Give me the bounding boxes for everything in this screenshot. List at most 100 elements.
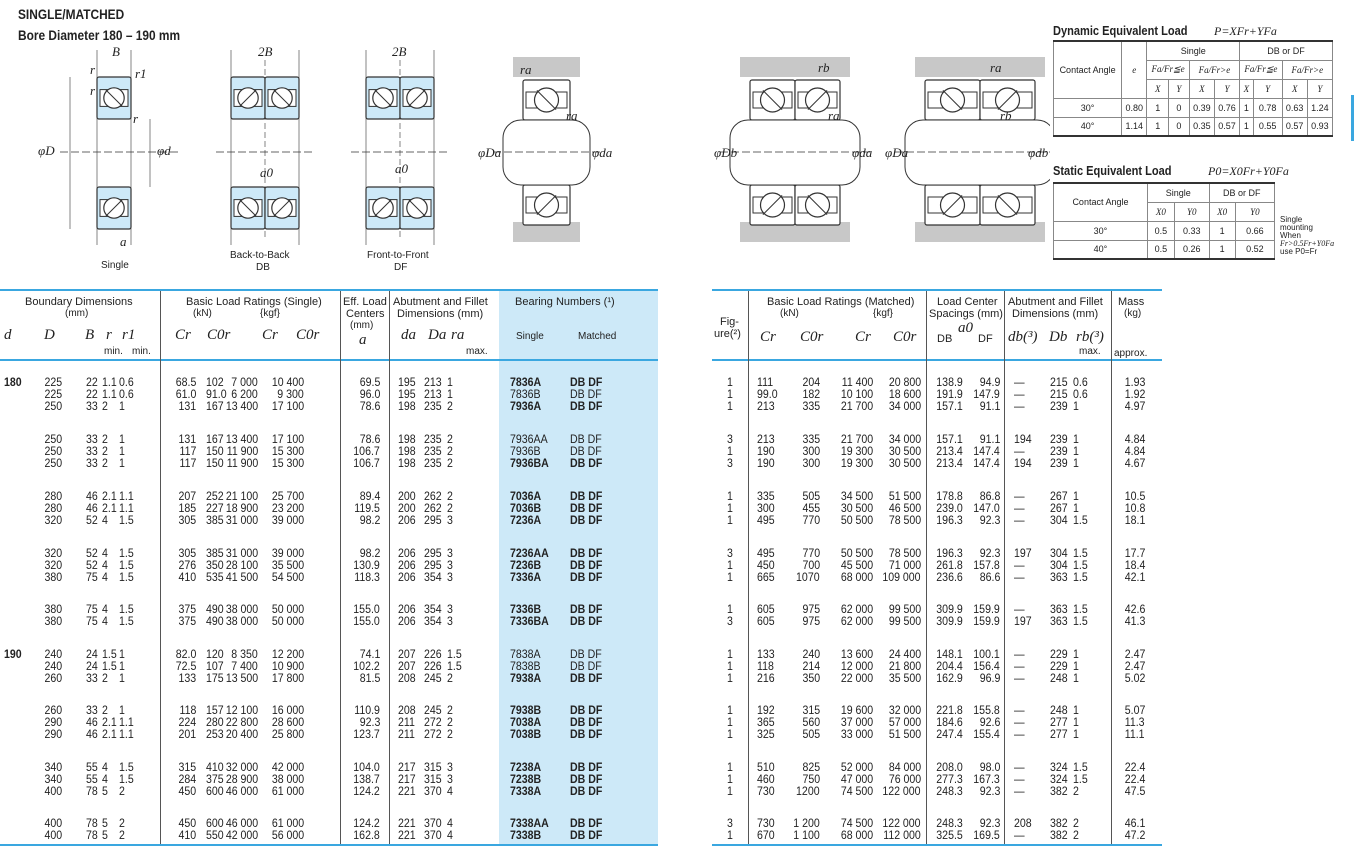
contact-line	[997, 195, 1018, 215]
cell-c0r-matched-kgf: 76 000	[888, 774, 921, 786]
cell-da: 200	[398, 503, 416, 515]
column-header-kgf2: {kgf}	[873, 308, 894, 319]
cell-c0r-matched-kgf: 21 800	[888, 661, 921, 673]
cell-da: 211	[398, 717, 415, 729]
cell-B: 46	[86, 503, 98, 515]
cell-cr-matched-kn: 605	[757, 604, 775, 616]
cell-cr-matched-kn: 670	[757, 830, 775, 842]
cell-c0r-matched-kn: 975	[802, 616, 820, 628]
cell-db: —	[1014, 491, 1025, 503]
cell-bearing-single[interactable]: 7236A	[510, 515, 542, 527]
cell-cr-kgf: 7 000	[231, 377, 258, 389]
cell-rb: 1	[1073, 649, 1079, 661]
cell-cr-kgf: 46 000	[225, 786, 258, 798]
cell-c0r-matched-kn: 315	[802, 705, 820, 717]
cell-mass: 41.3	[1124, 616, 1145, 628]
cell-db: 194	[1014, 434, 1032, 446]
static-cell: 1	[1208, 239, 1236, 260]
cell-cr-kgf: 42 000	[225, 830, 258, 842]
column-header-approx: approx.	[1114, 348, 1148, 359]
cell-bearing-single[interactable]: 7238B	[510, 774, 542, 786]
cell-bearing-single[interactable]: 7938B	[510, 705, 542, 717]
cell-db: —	[1014, 389, 1025, 401]
note-line: Single	[1280, 215, 1303, 224]
cell-c0r-kgf: 35 500	[271, 560, 304, 572]
cell-c0r-kgf: 10 900	[271, 661, 304, 673]
column-symbol-Cr4: Cr	[855, 329, 871, 345]
cell-bearing-single[interactable]: 7238A	[510, 762, 542, 774]
cell-Da: 370	[424, 786, 442, 798]
cell-c0r-kgf: 17 100	[271, 401, 304, 413]
cell-bearing-single[interactable]: 7336A	[510, 572, 542, 584]
housing	[513, 222, 580, 242]
cell-c0r-kgf: 25 800	[271, 729, 304, 741]
cell-bearing-single[interactable]: 7036A	[510, 491, 542, 503]
cell-bearing-single[interactable]: 7936B	[510, 446, 541, 458]
cell-bearing-single[interactable]: 7936A	[510, 401, 542, 413]
cell-bearing-single[interactable]: 7038B	[510, 729, 542, 741]
cell-ra: 4	[447, 786, 453, 798]
cell-figure: 1	[727, 503, 733, 515]
cell-a: 92.3	[359, 717, 380, 729]
cell-B: 78	[86, 786, 98, 798]
cell-a: 119.5	[354, 503, 380, 515]
cell-bearing-single[interactable]: 7336BA	[510, 616, 549, 628]
cell-D: 250	[44, 401, 62, 413]
cell-bearing-single[interactable]: 7836B	[510, 389, 541, 401]
cell-bearing-single[interactable]: 7338A	[510, 786, 542, 798]
cell-bearing-single[interactable]: 7338AA	[510, 818, 549, 830]
cell-figure: 1	[727, 377, 733, 389]
cell-a0-df: 86.8	[979, 491, 1000, 503]
cell-a: 162.8	[353, 830, 380, 842]
cell-c0r-matched-kgf: 122 000	[882, 786, 921, 798]
column-header-mm2: (mm)	[350, 320, 374, 331]
cell-bearing-single[interactable]: 7336B	[510, 604, 542, 616]
cell-B: 33	[86, 705, 98, 717]
column-symbol-a: a	[359, 332, 367, 348]
cell-c0r-kn: 150	[206, 458, 224, 470]
column-divider	[926, 291, 927, 844]
y0-header: Y0	[1173, 201, 1210, 222]
cell-bearing-matched: DB DF	[570, 705, 603, 717]
cell-ra: 3	[447, 515, 453, 527]
cell-bearing-matched: DB DF	[570, 446, 602, 458]
cell-figure: 3	[727, 818, 733, 830]
rule	[712, 359, 1162, 361]
cell-cr-matched-kgf: 62 000	[840, 616, 873, 628]
cell-cr-matched-kn: 213	[757, 434, 775, 446]
y0-header: Y0	[1234, 201, 1276, 222]
cell-bearing-single[interactable]: 7036B	[510, 503, 542, 515]
cell-da: 206	[398, 560, 416, 572]
cell-Da: 315	[424, 774, 442, 786]
cell-figure: 1	[727, 604, 733, 616]
cell-c0r-kgf: 38 000	[271, 774, 304, 786]
cell-a0-db: 196.3	[936, 548, 963, 560]
static-cell: 0.52	[1234, 239, 1276, 260]
cell-bearing-single[interactable]: 7838B	[510, 661, 541, 673]
cell-r: 2.1	[102, 491, 117, 503]
cell-bearing-single[interactable]: 7938A	[510, 673, 542, 685]
cell-Db: 229	[1050, 661, 1068, 673]
cell-rb: 1.5	[1073, 774, 1088, 786]
cell-bearing-single[interactable]: 7236B	[510, 560, 542, 572]
label-phi-Db: φDb	[714, 145, 738, 160]
cell-figure: 1	[727, 446, 733, 458]
dynamic-cell: 1.24	[1306, 97, 1334, 118]
cell-r1: 1.5	[119, 762, 134, 774]
cell-bearing-single[interactable]: 7038A	[510, 717, 542, 729]
cell-c0r-matched-kgf: 34 000	[888, 434, 921, 446]
cell-bearing-single[interactable]: 7236AA	[510, 548, 549, 560]
cell-a0-df: 86.6	[979, 572, 1000, 584]
cell-bearing-single[interactable]: 7936BA	[510, 458, 549, 470]
cell-bearing-single[interactable]: 7838A	[510, 649, 541, 661]
cell-bearing-single[interactable]: 7836A	[510, 377, 542, 389]
column-symbol-C0r4: C0r	[893, 329, 917, 345]
cell-bearing-single[interactable]: 7338B	[510, 830, 542, 842]
cell-cr-matched-kgf: 52 000	[840, 762, 873, 774]
cell-cr-kn: 315	[178, 762, 196, 774]
cell-c0r-kn: 280	[206, 717, 224, 729]
cell-cr-matched-kn: 450	[757, 560, 775, 572]
cell-ra: 2	[447, 705, 453, 717]
cell-bearing-single[interactable]: 7936AA	[510, 434, 548, 446]
cell-r1: 1.1	[119, 503, 134, 515]
